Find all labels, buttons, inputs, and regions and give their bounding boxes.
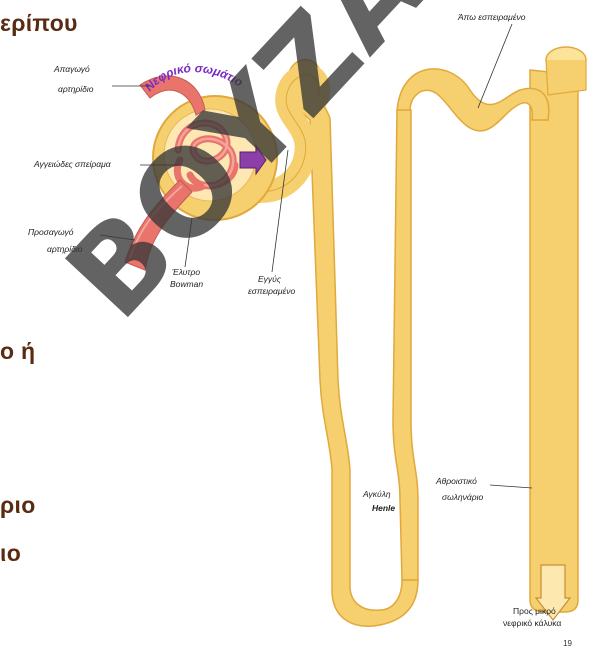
label-collecting: Αθροιστικό σωληνάριο	[435, 476, 532, 502]
svg-text:αρτηρίδιο: αρτηρίδιο	[47, 244, 83, 254]
svg-text:Henle: Henle	[372, 503, 395, 513]
label-afferent: Προσαγωγό αρτηρίδιο	[28, 227, 135, 254]
svg-text:Απαγωγό: Απαγωγό	[53, 64, 90, 74]
svg-text:εσπειραμένο: εσπειραμένο	[248, 286, 296, 296]
svg-text:Άπω εσπειραμένο: Άπω εσπειραμένο	[457, 12, 526, 22]
svg-text:σωληνάριο: σωληνάριο	[442, 492, 484, 502]
svg-text:Εγγύς: Εγγύς	[258, 274, 282, 284]
label-efferent: Απαγωγό αρτηρίδιο	[53, 64, 150, 94]
svg-text:Αγκύλη: Αγκύλη	[362, 489, 391, 499]
svg-text:Αγγειώδες σπείραμα: Αγγειώδες σπείραμα	[33, 159, 112, 169]
svg-text:Προσαγωγό: Προσαγωγό	[28, 227, 74, 237]
label-bowman: Έλυτρο Bowman	[170, 218, 203, 289]
svg-text:Bowman: Bowman	[170, 279, 203, 289]
label-henle: Αγκύλη Henle	[362, 489, 395, 513]
svg-text:Έλυτρο: Έλυτρο	[172, 267, 200, 277]
svg-text:αρτηρίδιο: αρτηρίδιο	[58, 84, 94, 94]
svg-text:νεφρικό κάλυκα: νεφρικό κάλυκα	[503, 618, 561, 628]
page-number: 19	[563, 639, 572, 648]
collecting-duct	[530, 47, 586, 620]
afferent-arteriole	[125, 180, 192, 270]
svg-text:Προς μικρό: Προς μικρό	[513, 606, 556, 616]
nephron-tubule	[245, 60, 549, 627]
svg-text:Αθροιστικό: Αθροιστικό	[435, 476, 477, 486]
